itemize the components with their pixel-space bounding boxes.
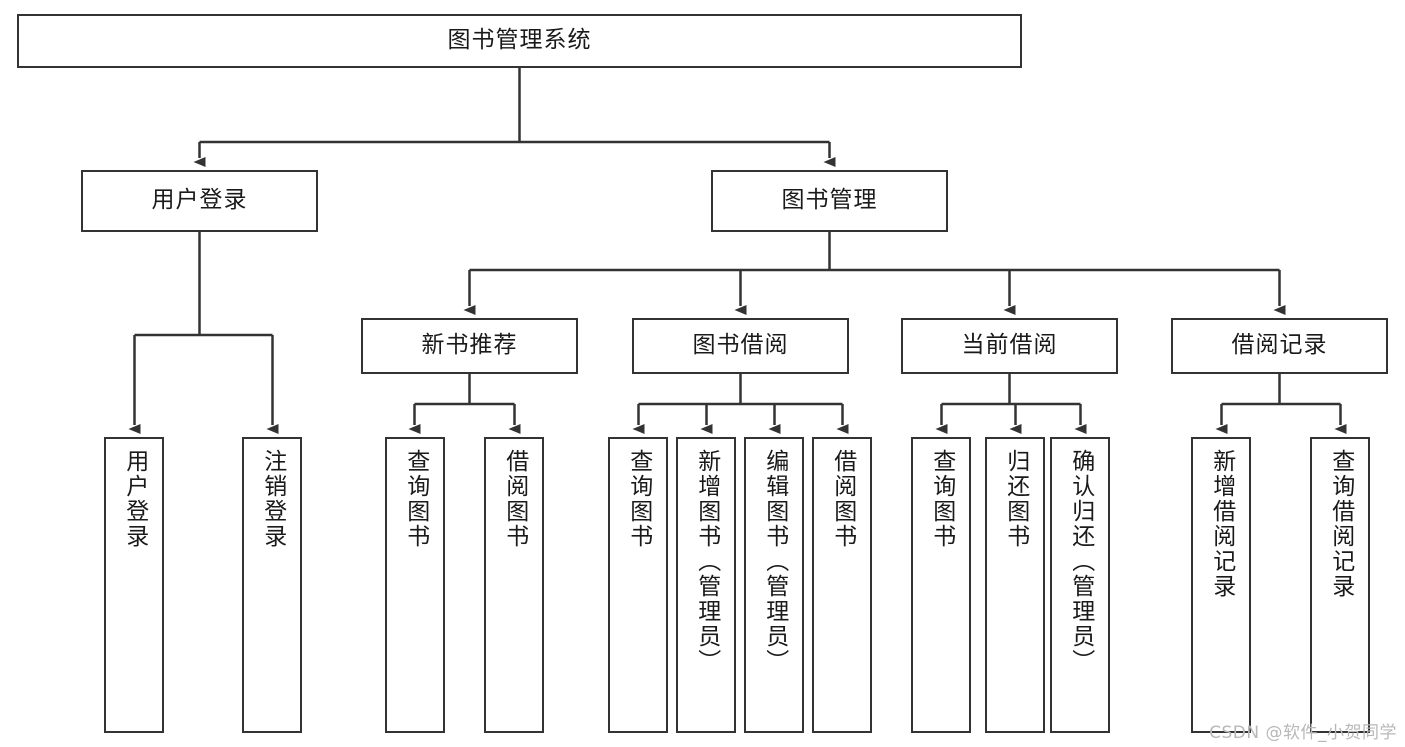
leaf-query-borrow-record[interactable]: 查询借阅记录 [1310, 437, 1370, 733]
leaf-add-book-admin-label: 新增图书（管理员） [693, 449, 720, 674]
leaf-query-borrow-record-label: 查询借阅记录 [1327, 449, 1354, 599]
node-user-login[interactable]: 用户登录 [81, 170, 318, 232]
watermark: CSDN @软件_小贺同学 [1209, 723, 1397, 743]
node-new-book-recommend[interactable]: 新书推荐 [361, 318, 578, 374]
leaf-recommend-query-book-label: 查询图书 [402, 449, 429, 549]
leaf-edit-book-admin[interactable]: 编辑图书（管理员） [744, 437, 804, 733]
leaf-return-book[interactable]: 归还图书 [985, 437, 1045, 733]
leaf-recommend-query-book[interactable]: 查询图书 [385, 437, 445, 733]
node-user-login-label: 用户登录 [151, 187, 248, 214]
leaf-borrow-book-label: 借阅图书 [829, 449, 856, 549]
leaf-confirm-return-admin-label: 确认归还（管理员） [1067, 449, 1094, 674]
leaf-user-login[interactable]: 用户登录 [104, 437, 164, 733]
node-current-borrow-label: 当前借阅 [961, 332, 1058, 359]
leaf-borrow-book[interactable]: 借阅图书 [812, 437, 872, 733]
node-new-book-recommend-label: 新书推荐 [421, 332, 518, 359]
leaf-add-borrow-record-label: 新增借阅记录 [1208, 449, 1235, 599]
node-book-management-label: 图书管理 [781, 187, 878, 214]
node-borrow-record-label: 借阅记录 [1231, 332, 1328, 359]
leaf-confirm-return-admin[interactable]: 确认归还（管理员） [1050, 437, 1110, 733]
leaf-recommend-borrow-book-label: 借阅图书 [501, 449, 528, 549]
leaf-current-query-book[interactable]: 查询图书 [911, 437, 971, 733]
node-book-management[interactable]: 图书管理 [711, 170, 948, 232]
node-book-borrow[interactable]: 图书借阅 [632, 318, 849, 374]
leaf-current-query-book-label: 查询图书 [928, 449, 955, 549]
node-root[interactable]: 图书管理系统 [17, 14, 1022, 68]
node-root-label: 图书管理系统 [447, 27, 592, 54]
node-book-borrow-label: 图书借阅 [692, 332, 789, 359]
leaf-borrow-query-book-label: 查询图书 [625, 449, 652, 549]
leaf-user-logout[interactable]: 注销登录 [242, 437, 302, 733]
leaf-user-logout-label: 注销登录 [259, 449, 286, 549]
leaf-add-borrow-record[interactable]: 新增借阅记录 [1191, 437, 1251, 733]
leaf-add-book-admin[interactable]: 新增图书（管理员） [676, 437, 736, 733]
node-current-borrow[interactable]: 当前借阅 [901, 318, 1118, 374]
leaf-recommend-borrow-book[interactable]: 借阅图书 [484, 437, 544, 733]
node-borrow-record[interactable]: 借阅记录 [1171, 318, 1388, 374]
leaf-return-book-label: 归还图书 [1002, 449, 1029, 549]
leaf-edit-book-admin-label: 编辑图书（管理员） [761, 449, 788, 674]
leaf-borrow-query-book[interactable]: 查询图书 [608, 437, 668, 733]
leaf-user-login-label: 用户登录 [121, 449, 148, 549]
